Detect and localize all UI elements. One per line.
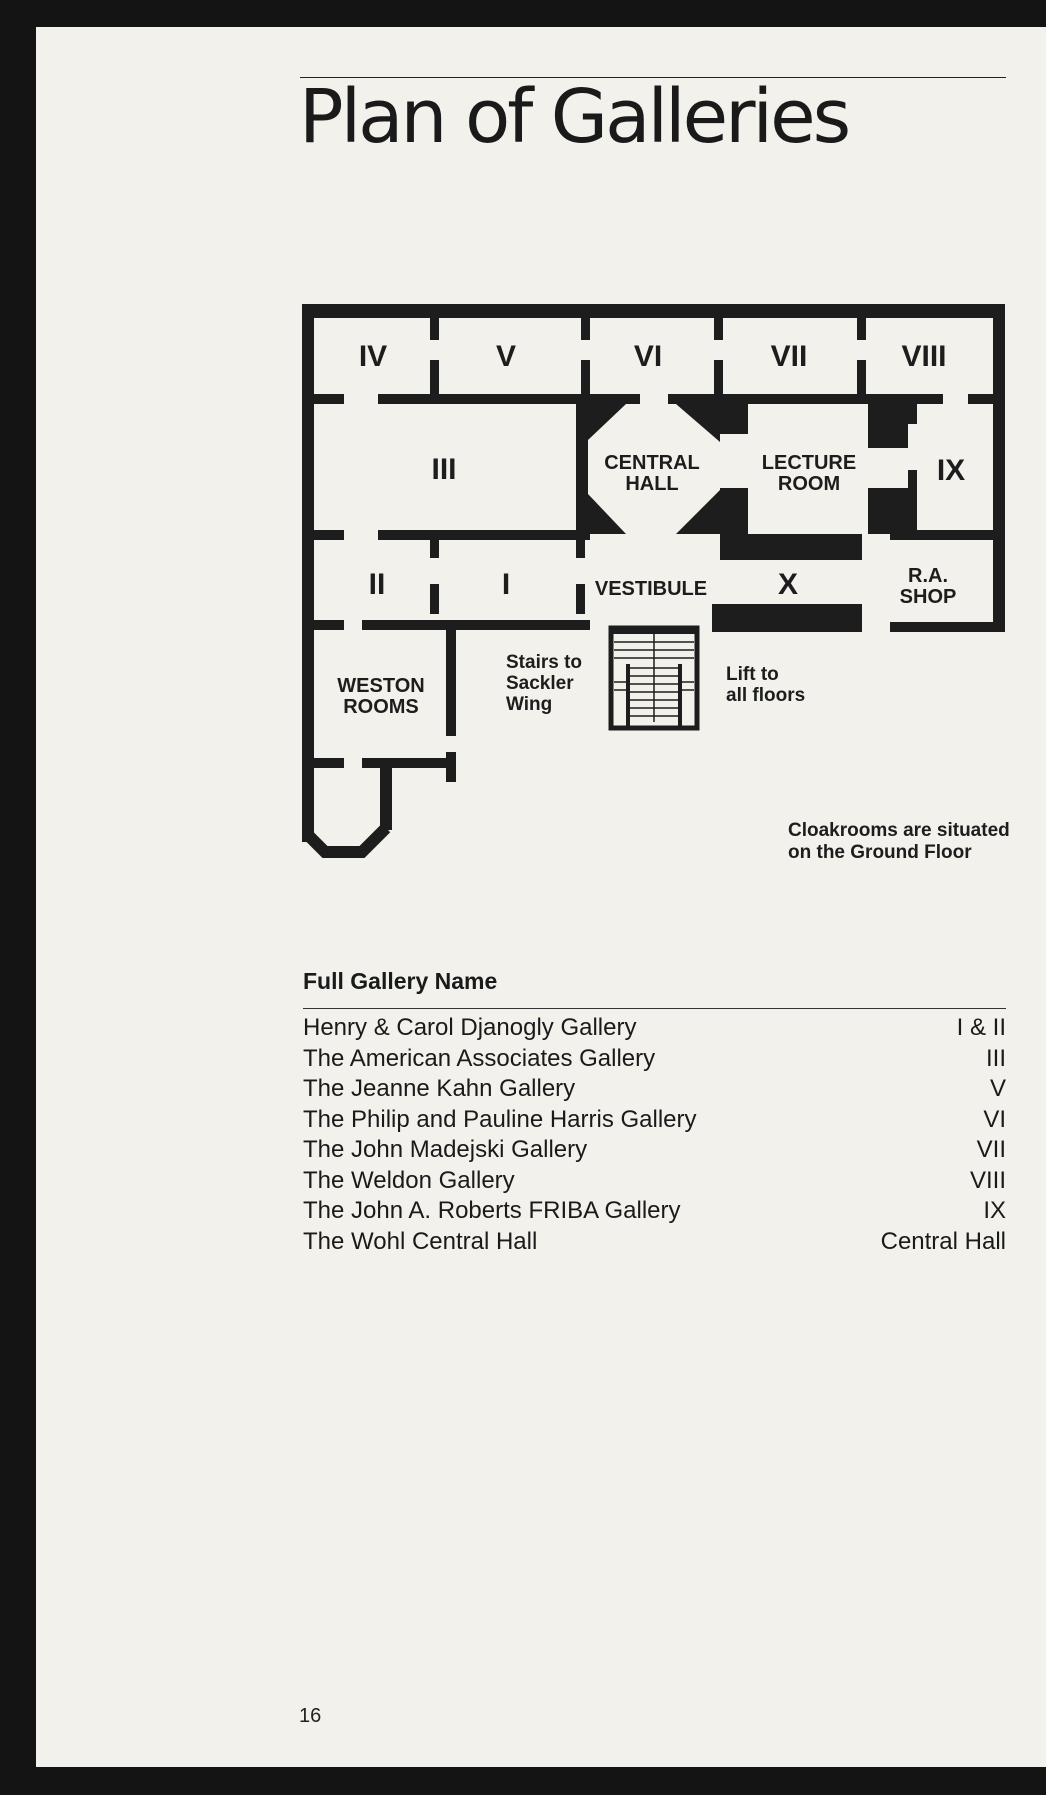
gallery-list-heading: Full Gallery Name: [303, 968, 498, 994]
room-label-iii: III: [431, 453, 456, 486]
gallery-row: The Jeanne Kahn Gallery V: [303, 1075, 1006, 1106]
gallery-row: The John Madejski Gallery VII: [303, 1136, 1006, 1167]
gallery-room: IX: [983, 1197, 1006, 1224]
room-label-lecture-room-2: ROOM: [778, 473, 840, 495]
room-label-ii: II: [369, 568, 386, 601]
gallery-name: The John Madejski Gallery: [303, 1136, 588, 1163]
gallery-name: The American Associates Gallery: [303, 1044, 656, 1072]
gallery-room: I & II: [956, 1014, 1006, 1041]
stairs-label-1: Stairs to: [506, 652, 582, 673]
gallery-room: Central Hall: [880, 1227, 1006, 1255]
page-title: Plan of Galleries: [299, 74, 851, 160]
room-label-v: V: [496, 340, 516, 373]
room-label-weston-1: WESTON: [337, 675, 424, 697]
room-label-lecture-room-1: LECTURE: [762, 452, 856, 474]
title-rule: [300, 77, 1006, 78]
gallery-row: Henry & Carol Djanogly Gallery I & II: [303, 1014, 1006, 1045]
gallery-floor-plan: IV V VI VII VIII III CENTRAL HALL LECTUR…: [302, 304, 1010, 863]
gallery-name: The Philip and Pauline Harris Gallery: [303, 1105, 697, 1133]
gallery-list: Henry & Carol Djanogly Gallery I & II The…: [303, 1014, 1006, 1258]
room-label-vii: VII: [771, 340, 808, 373]
room-label-iv: IV: [359, 340, 387, 373]
lift-label-2: all floors: [726, 685, 805, 706]
gallery-name: The Jeanne Kahn Gallery: [303, 1075, 576, 1102]
room-label-x: X: [778, 568, 798, 601]
room-label-ra-shop-2: SHOP: [900, 586, 957, 608]
room-label-ix: IX: [937, 454, 965, 487]
gallery-room: VI: [983, 1105, 1006, 1133]
cloakroom-note-1: Cloakrooms are situated: [788, 820, 1010, 841]
gallery-room: VII: [976, 1136, 1006, 1163]
gallery-row: The John A. Roberts FRIBA Gallery IX: [303, 1197, 1006, 1228]
gallery-room: VIII: [969, 1166, 1006, 1194]
room-label-viii: VIII: [901, 340, 946, 373]
room-label-vi: VI: [634, 340, 662, 373]
gallery-list-rule: [303, 1008, 1006, 1009]
gallery-row: The Wohl Central Hall Central Hall: [303, 1228, 1006, 1259]
room-label-weston-2: ROOMS: [343, 696, 419, 718]
gallery-name: The Wohl Central Hall: [303, 1227, 538, 1255]
stairs-label-2: Sackler: [506, 673, 574, 694]
gallery-name: The Weldon Gallery: [303, 1166, 515, 1194]
gallery-room: V: [989, 1075, 1006, 1102]
room-label-ra-shop-1: R.A.: [908, 565, 948, 587]
gallery-row: The Weldon Gallery VIII: [303, 1167, 1006, 1198]
page-number: 16: [299, 1705, 322, 1727]
lift-label-1: Lift to: [726, 664, 779, 685]
gallery-name: The John A. Roberts FRIBA Gallery: [303, 1197, 681, 1224]
room-label-vestibule: VESTIBULE: [595, 578, 707, 600]
gallery-row: The American Associates Gallery III: [303, 1045, 1006, 1076]
gallery-room: III: [985, 1044, 1006, 1072]
room-label-central-hall-1: CENTRAL: [604, 452, 700, 474]
stairs-label-3: Wing: [506, 694, 552, 715]
gallery-name: Henry & Carol Djanogly Gallery: [303, 1014, 637, 1041]
room-label-i: I: [502, 568, 510, 601]
room-label-central-hall-2: HALL: [625, 473, 678, 495]
gallery-row: The Philip and Pauline Harris Gallery VI: [303, 1106, 1006, 1137]
cloakroom-note-2: on the Ground Floor: [788, 842, 972, 863]
